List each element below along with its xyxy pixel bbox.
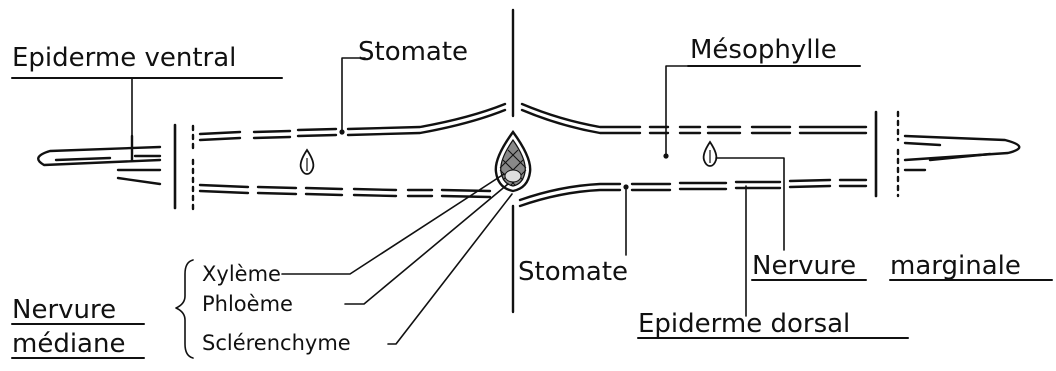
label-nervure-marginale-2: marginale bbox=[890, 251, 1021, 281]
label-phloeme: Phloème bbox=[202, 292, 293, 316]
stomate-bottom-dot bbox=[623, 184, 628, 189]
label-mesophylle: Mésophylle bbox=[690, 35, 837, 65]
label-nervure-mediane-1: Nervure bbox=[12, 295, 116, 325]
midrib-bundle bbox=[496, 132, 530, 191]
label-epiderme-dorsal: Epiderme dorsal bbox=[638, 309, 850, 339]
label-stomate-top: Stomate bbox=[358, 37, 468, 67]
label-nervure-mediane-2: médiane bbox=[12, 329, 125, 359]
label-stomate-bottom: Stomate bbox=[518, 257, 628, 287]
label-xyleme: Xylème bbox=[202, 262, 281, 286]
left-tip-inner bbox=[118, 170, 160, 184]
label-epiderme-ventral: Epiderme ventral bbox=[12, 43, 236, 73]
right-tip-mid bbox=[905, 143, 940, 145]
label-sclerenchyme: Sclérenchyme bbox=[202, 331, 351, 355]
label-underlines bbox=[12, 66, 1052, 358]
left-tip-mid bbox=[56, 156, 160, 160]
label-nervure-marginale-1: Nervure bbox=[752, 251, 856, 281]
